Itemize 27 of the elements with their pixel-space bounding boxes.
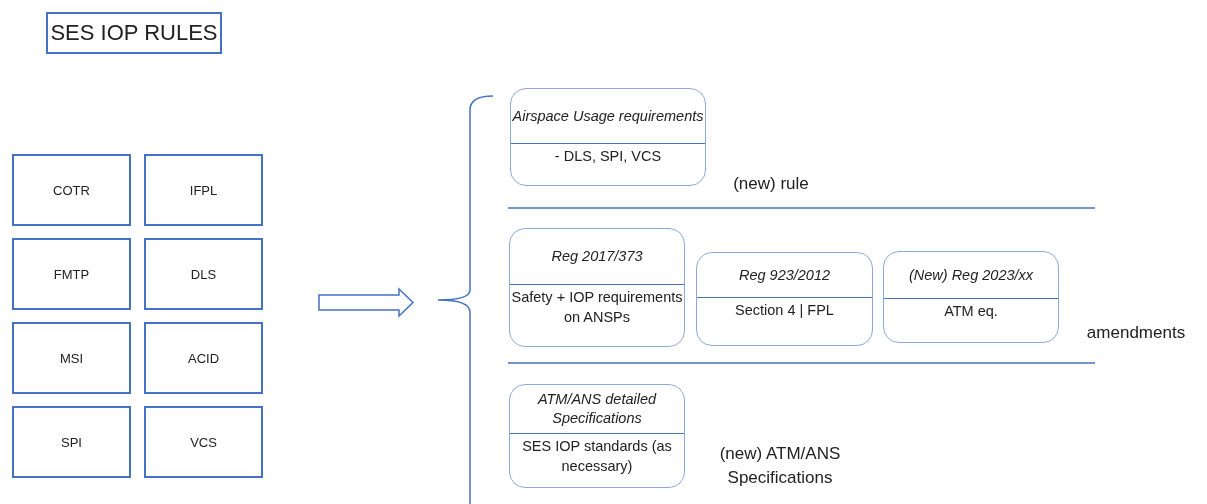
card-body-text: Safety + IOP requirements on ANSPs: [510, 288, 684, 328]
section-label: amendments: [1085, 322, 1187, 344]
card-heading: Airspace Usage requirements: [511, 89, 705, 144]
regulation-card: [883, 251, 1059, 343]
acronym-box: COTR: [12, 154, 131, 226]
title: SES IOP RULES: [46, 12, 222, 54]
regulation-card: [509, 228, 685, 347]
card-heading: (New) Reg 2023/xx: [884, 252, 1058, 299]
acronym-box: IFPL: [144, 154, 263, 226]
acronym-box: ACID: [144, 322, 263, 394]
acronym-box: SPI: [12, 406, 131, 478]
card-heading: Reg 923/2012: [697, 253, 872, 298]
acronym-box: DLS: [144, 238, 263, 310]
acronym-box: MSI: [12, 322, 131, 394]
card-body-text: - DLS, SPI, VCS: [553, 147, 663, 166]
acronym-box: FMTP: [12, 238, 131, 310]
section-label: (new) rule: [732, 173, 810, 195]
regulation-card: [510, 88, 706, 186]
card-body-text: SES IOP standards (as necessary): [521, 437, 673, 477]
acronym-box: VCS: [144, 406, 263, 478]
section-label: (new) ATM/ANS Specifications: [718, 443, 842, 489]
card-body-text: ATM eq.: [943, 302, 999, 321]
card-heading: ATM/ANS detailed Specifications: [510, 385, 684, 434]
card-body-text: Section 4 | FPL: [734, 301, 835, 320]
regulation-card: [509, 384, 685, 488]
regulation-card: [696, 252, 873, 346]
card-heading: Reg 2017/373: [510, 229, 684, 285]
